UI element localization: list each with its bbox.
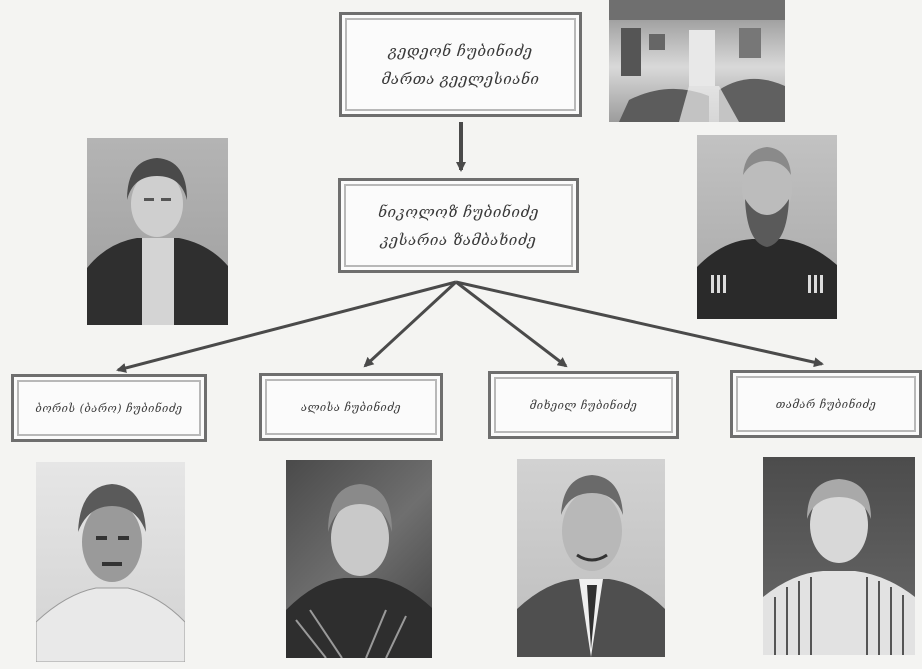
- arrow-to-child-4: [455, 280, 824, 368]
- child-box-2: ალისა ჩუბინიძე: [259, 373, 443, 441]
- child-box-4: თამარ ჩუბინიძე: [730, 370, 922, 438]
- grandparents-box: გედეონ ჩუბინიძე მართა გეელესიანი: [339, 12, 582, 117]
- grandfather-name: გედეონ ჩუბინიძე: [388, 41, 533, 60]
- child-box-1: ბორის (ბარო) ჩუბინიძე: [11, 374, 207, 442]
- kesaria-portrait: [87, 138, 228, 325]
- grandmother-name: მართა გეელესიანი: [381, 69, 540, 88]
- boris-photo: [36, 462, 185, 662]
- mikheil-photo: [517, 459, 665, 657]
- interior-room-photo: [609, 0, 785, 122]
- child-box-3: მიხეილ ჩუბინიძე: [488, 371, 679, 439]
- arrow-to-child-1: [116, 280, 457, 373]
- alisa-photo: [286, 460, 432, 658]
- child-name-1: ბორის (ბარო) ჩუბინიძე: [35, 401, 183, 415]
- arrow-to-child-2: [363, 280, 458, 368]
- child-name-3: მიხეილ ჩუბინიძე: [529, 398, 638, 412]
- child-name-2: ალისა ჩუბინიძე: [301, 400, 401, 414]
- tamar-photo: [763, 457, 915, 655]
- mother-name: კესარია ზამბახიძე: [380, 230, 537, 249]
- child-name-4: თამარ ჩუბინიძე: [775, 397, 877, 411]
- parents-box: ნიკოლოზ ჩუბინიძე კესარია ზამბახიძე: [338, 178, 579, 273]
- arrow-to-child-3: [455, 280, 568, 368]
- father-name: ნიკოლოზ ჩუბინიძე: [378, 202, 539, 221]
- nikoloz-portrait: [697, 135, 837, 319]
